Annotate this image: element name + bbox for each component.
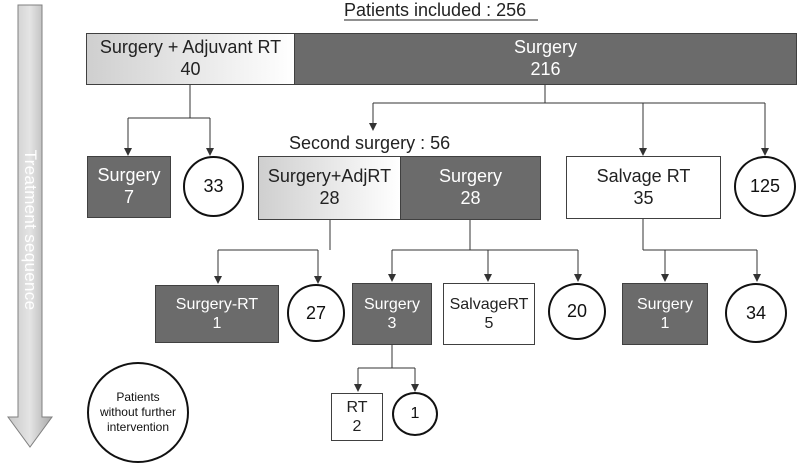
node-count: 1 — [660, 315, 670, 332]
node-count: 1 — [212, 315, 222, 332]
circle-count: 20 — [566, 301, 588, 321]
node-surgery-3: Surgery 3 — [352, 283, 432, 345]
node-label: Surgery + Adjuvant RT — [99, 37, 282, 58]
circle-count: 33 — [203, 176, 224, 196]
node-surgery-28: Surgery 28 — [400, 156, 541, 220]
node-salvagert-5: SalvageRT 5 — [443, 283, 535, 345]
diagram-title: Patients included : 256 — [344, 0, 527, 20]
circle-20: 20 — [548, 283, 606, 340]
node-surgery-adjuvant-rt: Surgery + Adjuvant RT 40 — [86, 33, 295, 85]
node-rt-2: RT 2 — [331, 393, 383, 441]
node-surgery-adjrt-28: Surgery+AdjRT 28 — [258, 156, 401, 220]
circle-33: 33 — [183, 156, 244, 217]
node-count: 28 — [319, 188, 340, 208]
node-label: Surgery — [97, 165, 161, 186]
circle-count: 27 — [305, 302, 327, 323]
node-label: RT — [346, 398, 368, 416]
node-count: 7 — [123, 187, 134, 207]
circle-count: 34 — [745, 302, 767, 323]
node-surgery-7: Surgery 7 — [87, 156, 171, 218]
circle-125: 125 — [734, 156, 796, 217]
circle-27: 27 — [287, 284, 345, 342]
circle-count: 1 — [410, 405, 420, 422]
node-label: Surgery — [636, 295, 694, 313]
legend-text: Patients without further intervention — [99, 390, 177, 434]
node-label: Surgery+AdjRT — [267, 166, 392, 187]
circle-34: 34 — [725, 283, 787, 343]
connector-top-surgery — [369, 85, 769, 156]
node-count: 40 — [180, 59, 201, 79]
circle-count: 125 — [749, 176, 781, 196]
connector-surgery-28 — [388, 220, 582, 282]
node-count: 216 — [530, 59, 561, 79]
node-label: Salvage RT — [596, 165, 691, 186]
node-label: Surgery — [363, 295, 421, 313]
circle-1: 1 — [392, 392, 438, 436]
treatment-sequence-arrow — [7, 4, 53, 448]
node-surgery-216: Surgery 216 — [294, 33, 797, 85]
connector-top-adjuvant — [124, 85, 214, 156]
second-surgery-label: Second surgery : 56 — [289, 133, 451, 153]
legend-circle: Patients without further intervention — [87, 362, 189, 463]
node-count: 2 — [352, 418, 362, 435]
node-label: Surgery-RT — [175, 295, 259, 313]
node-surgery-rt-1: Surgery-RT 1 — [155, 285, 279, 343]
node-surgery-1: Surgery 1 — [622, 283, 708, 345]
node-label: SalvageRT — [449, 295, 529, 313]
connector-salvage-rt — [642, 219, 761, 282]
node-count: 5 — [484, 315, 494, 332]
node-count: 35 — [633, 187, 654, 208]
node-count: 28 — [460, 188, 481, 208]
node-label: Surgery — [513, 37, 578, 58]
node-salvage-rt-35: Salvage RT 35 — [566, 156, 721, 219]
connector-surgery-adjrt — [214, 220, 331, 284]
treatment-sequence-label: Treatment sequence — [21, 149, 40, 311]
node-count: 3 — [387, 315, 397, 332]
connector-surgery-3 — [354, 345, 419, 392]
node-label: Surgery — [438, 166, 503, 187]
